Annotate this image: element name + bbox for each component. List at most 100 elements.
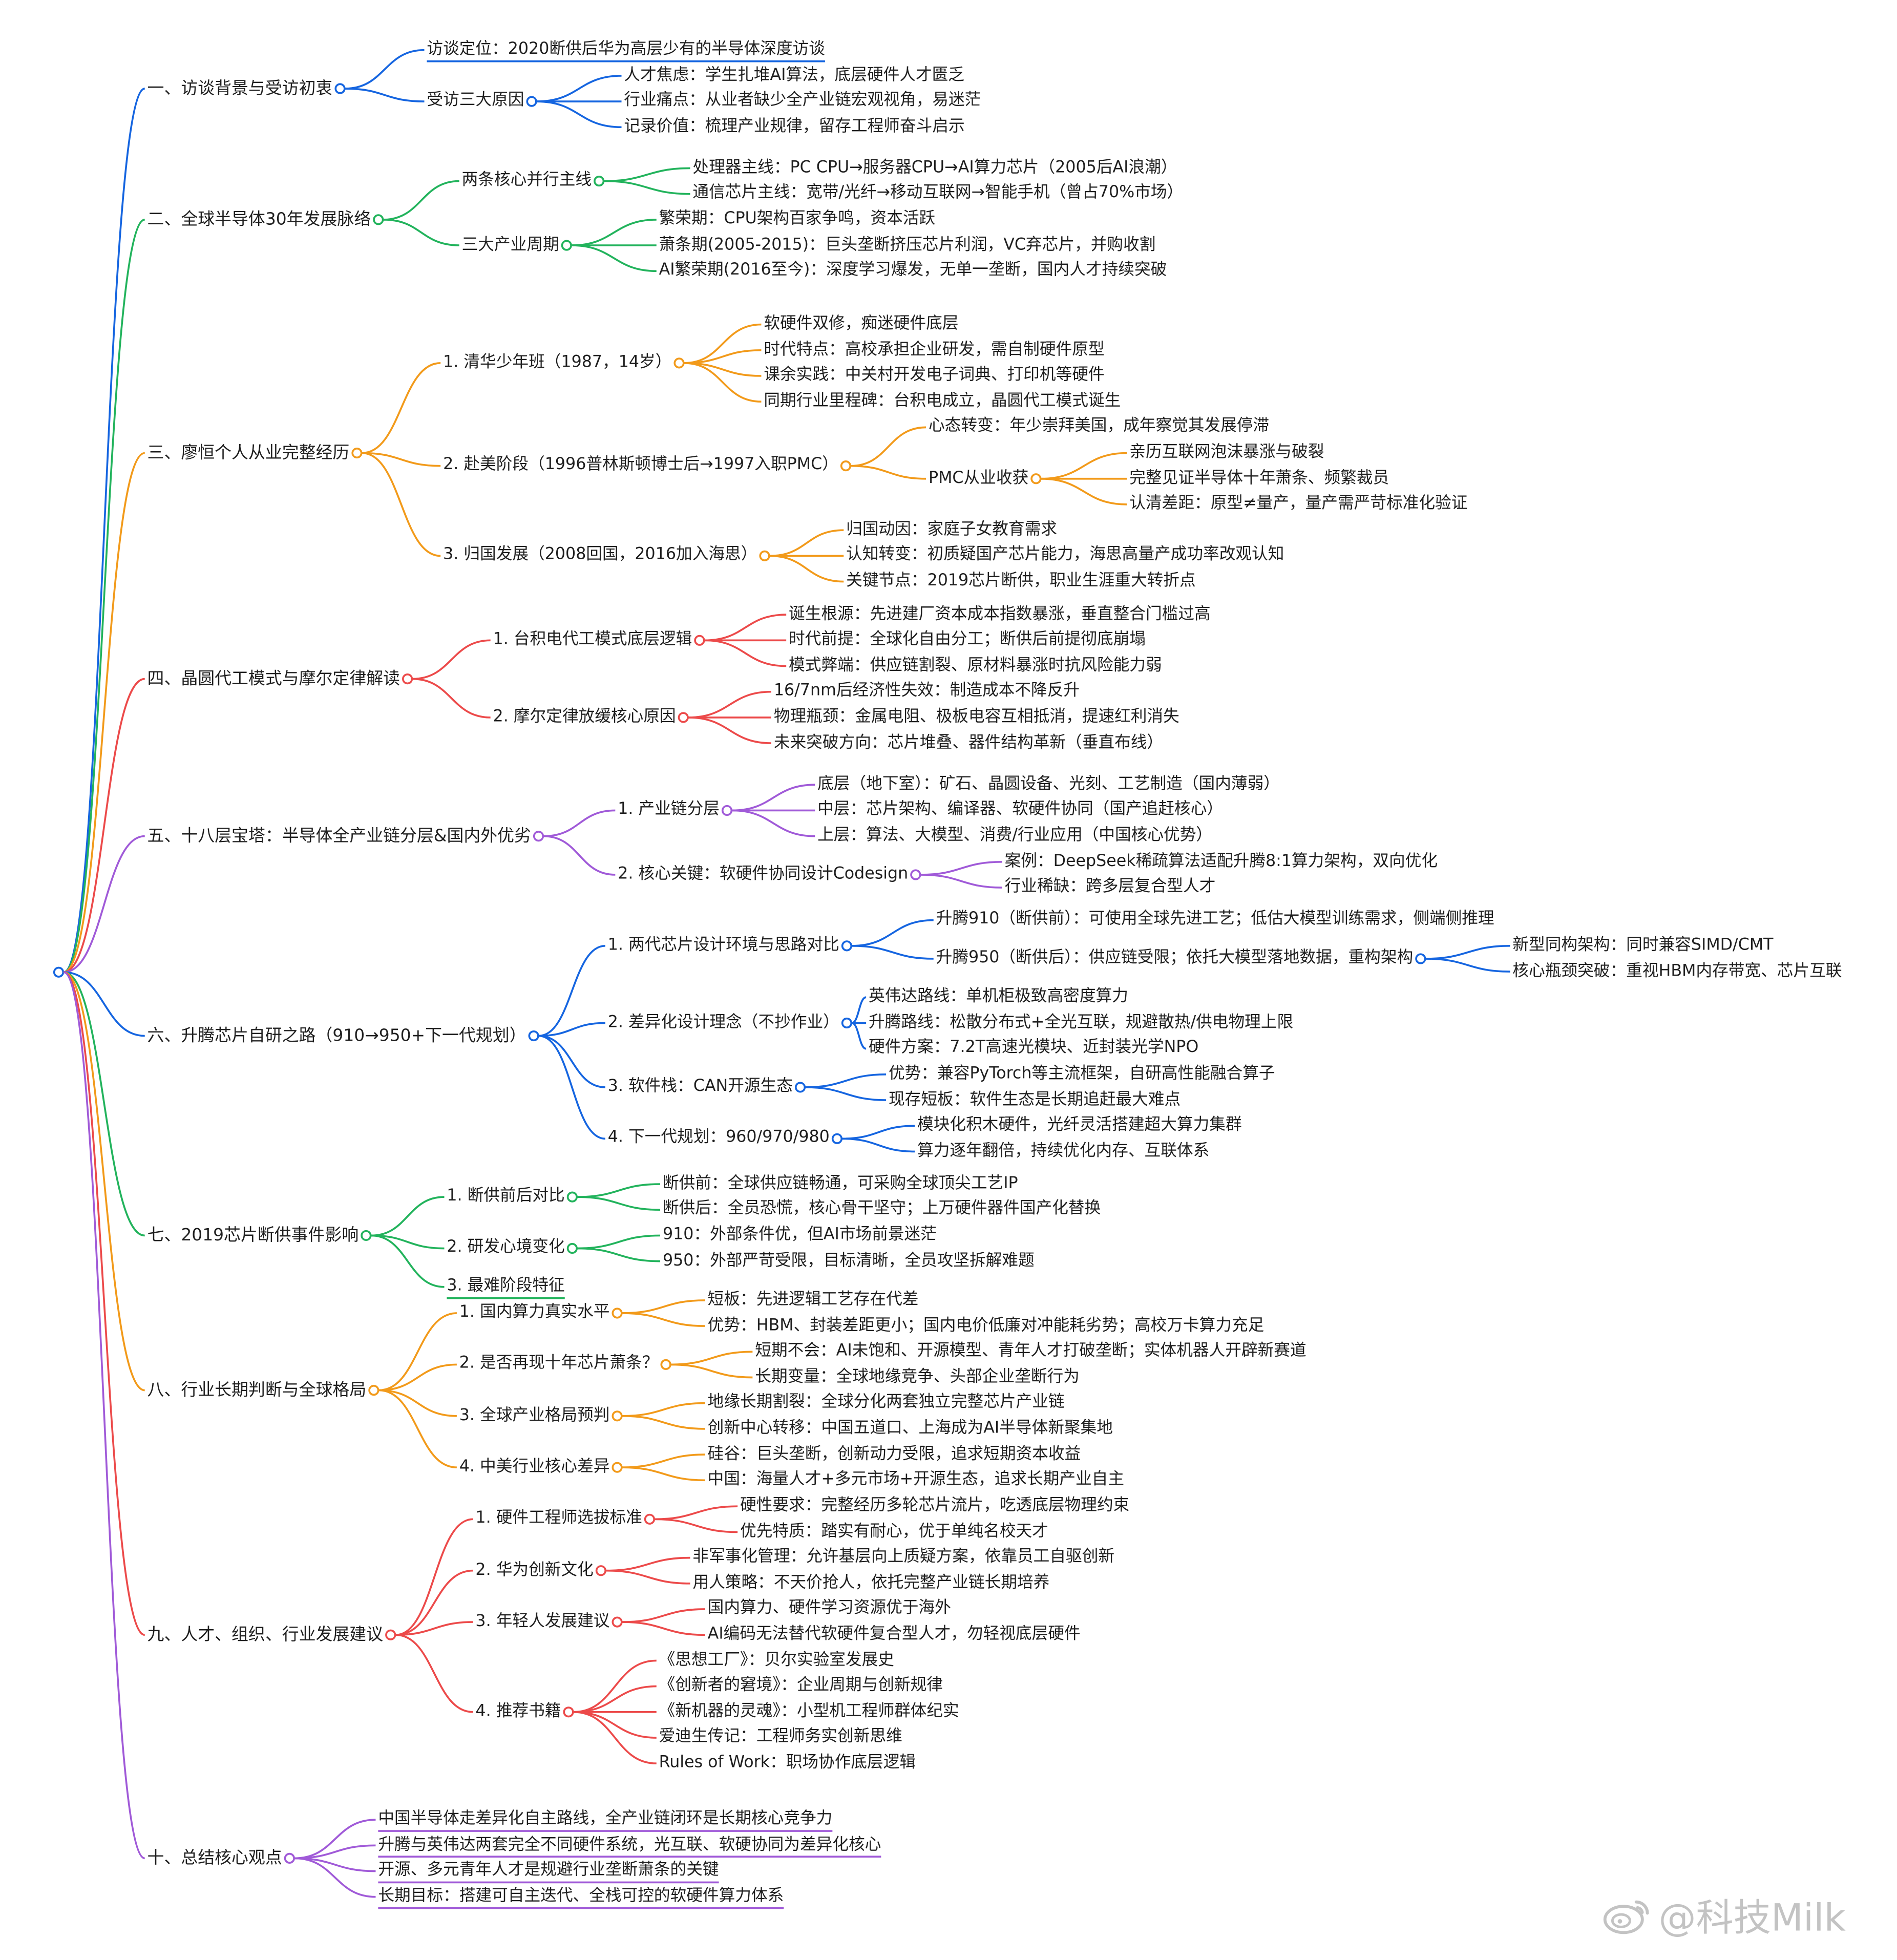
collapse-toggle-icon[interactable] bbox=[1030, 473, 1042, 484]
topic-1-sub-2-item-2: 行业痛点：从业者缺少全产业链宏观视角，易迷茫 bbox=[624, 91, 981, 111]
topic-6-sub-3: 3. 软件栈：CAN开源生态 bbox=[607, 1077, 793, 1096]
collapse-toggle-icon[interactable] bbox=[841, 940, 853, 952]
connector-line bbox=[655, 1518, 738, 1533]
connector-line bbox=[395, 1518, 473, 1636]
collapse-toggle-icon[interactable] bbox=[351, 447, 363, 459]
collapse-toggle-icon[interactable] bbox=[373, 214, 384, 225]
connector-line bbox=[684, 362, 762, 403]
topic-7-sub-1: 1. 断供前后对比 bbox=[447, 1187, 565, 1206]
topic-2-sub-2-item-3: AI繁荣期(2016至今)：深度学习爆发，无单一垄断，国内人才持续突破 bbox=[659, 261, 1167, 280]
topic-6-sub-3-item-2: 现存短板：软件生态是长期追赶最大难点 bbox=[889, 1090, 1181, 1109]
connector-line bbox=[538, 1035, 605, 1140]
connector-line bbox=[688, 690, 771, 719]
connector-line bbox=[371, 1196, 445, 1237]
connector-line bbox=[383, 180, 459, 221]
connector-line bbox=[577, 1234, 661, 1250]
topic-1: 一、访谈背景与受访初衷 bbox=[147, 78, 333, 99]
collapse-toggle-icon[interactable] bbox=[759, 550, 770, 561]
collapse-toggle-icon[interactable] bbox=[561, 240, 572, 251]
collapse-toggle-icon[interactable] bbox=[673, 357, 685, 369]
collapse-toggle-icon[interactable] bbox=[595, 1565, 607, 1576]
topic-8-sub-1-item-1: 短板：先进逻辑工艺存在代差 bbox=[707, 1290, 919, 1309]
collapse-toggle-icon[interactable] bbox=[361, 1230, 372, 1241]
connector-line bbox=[294, 1819, 376, 1860]
topic-9-sub-4-item-5: Rules of Work：职场协作底层逻辑 bbox=[659, 1753, 916, 1773]
connector-line bbox=[604, 167, 690, 182]
collapse-toggle-icon[interactable] bbox=[612, 1616, 623, 1628]
connector-line bbox=[577, 1196, 661, 1211]
topic-8-sub-3-item-1: 地缘长期割裂：全球分化两套独立完整芯片产业链 bbox=[707, 1393, 1065, 1412]
topic-4-sub-2-item-3: 未来突破方向：芯片堆叠、器件结构革新（垂直布线） bbox=[773, 733, 1164, 752]
collapse-toggle-icon[interactable] bbox=[612, 1410, 623, 1422]
watermark: @科技Milk bbox=[1603, 1887, 1846, 1942]
topic-5-sub-1-item-2: 中层：芯片架构、编译器、软硬件协同（国产追赶核心） bbox=[817, 800, 1224, 819]
topic-6-sub-2-item-3: 硬件方案：7.2T高速光模块、近封装光学NPO bbox=[869, 1039, 1199, 1058]
collapse-toggle-icon[interactable] bbox=[566, 1242, 578, 1254]
connector-line bbox=[573, 1659, 657, 1713]
topic-7-sub-3: 3. 最难阶段特征 bbox=[447, 1277, 565, 1296]
connector-line bbox=[412, 639, 491, 680]
collapse-toggle-icon[interactable] bbox=[612, 1308, 623, 1319]
topic-4-sub-1-item-3: 模式弊端：供应链割裂、原材料暴涨时抗风险能力弱 bbox=[789, 656, 1162, 675]
connector-line bbox=[769, 529, 844, 557]
connector-line bbox=[378, 1363, 457, 1392]
topic-3-sub-2-item-2-detail-3: 认清差距：原型≠量产，量产需严苛标准化验证 bbox=[1129, 494, 1468, 513]
connector-line bbox=[622, 1312, 705, 1327]
connector-line bbox=[622, 1402, 705, 1417]
topic-6-sub-1-item-2-detail-1: 新型同构架构：同时兼容SIMD/CMT bbox=[1512, 936, 1774, 955]
topic-4-sub-1: 1. 台积电代工模式底层逻辑 bbox=[493, 630, 692, 649]
connector-line bbox=[842, 1137, 915, 1153]
collapse-toggle-icon[interactable] bbox=[1415, 953, 1426, 964]
collapse-toggle-icon[interactable] bbox=[831, 1133, 843, 1144]
collapse-toggle-icon[interactable] bbox=[841, 1017, 853, 1029]
topic-6-sub-4-item-1: 模块化积木硬件，光纤灵活搭建超大算力集群 bbox=[917, 1115, 1242, 1135]
collapse-toggle-icon[interactable] bbox=[721, 805, 733, 816]
topic-10: 十、总结核心观点 bbox=[147, 1848, 282, 1868]
topic-10-sub-3: 开源、多元青年人才是规避行业垄断萧条的关键 bbox=[378, 1861, 719, 1880]
connector-line bbox=[63, 88, 145, 974]
collapse-toggle-icon[interactable] bbox=[840, 460, 852, 472]
topic-1-sub-2-item-1: 人才焦虑：学生扎堆AI算法，底层硬件人才匮乏 bbox=[624, 66, 964, 85]
topic-7-sub-2: 2. 研发心境变化 bbox=[447, 1238, 565, 1257]
topic-3-sub-1-item-1: 软硬件双修，痴迷硬件底层 bbox=[764, 314, 959, 333]
connector-line bbox=[670, 1351, 753, 1366]
connector-line bbox=[63, 971, 145, 1392]
topic-6-sub-1: 1. 两代芯片设计环境与思路对比 bbox=[607, 936, 839, 955]
topic-4-sub-2-item-1: 16/7nm后经济性失效：制造成本不降反升 bbox=[773, 682, 1080, 701]
connector-line bbox=[371, 1234, 445, 1250]
collapse-toggle-icon[interactable] bbox=[385, 1629, 396, 1640]
collapse-toggle-icon[interactable] bbox=[660, 1359, 671, 1370]
collapse-toggle-icon[interactable] bbox=[563, 1706, 574, 1718]
connector-line bbox=[1425, 945, 1510, 960]
collapse-toggle-icon[interactable] bbox=[402, 673, 413, 685]
connector-line bbox=[606, 1569, 690, 1585]
topic-6-sub-3-item-1: 优势：兼容PyTorch等主流框架，自研高性能融合算子 bbox=[889, 1064, 1275, 1083]
topic-3-sub-1-item-4: 同期行业里程碑：台积电成立，晶圆代工模式诞生 bbox=[764, 391, 1121, 411]
topic-9-sub-2-item-1: 非军事化管理：允许基层向上质疑方案，依靠员工自驱创新 bbox=[692, 1548, 1115, 1567]
connector-line bbox=[573, 1711, 657, 1765]
connector-line bbox=[704, 639, 787, 667]
collapse-toggle-icon[interactable] bbox=[528, 1030, 539, 1042]
topic-4-sub-1-item-2: 时代前提：全球化自由分工；断供后前提彻底崩塌 bbox=[789, 630, 1146, 649]
connector-line bbox=[538, 945, 605, 1037]
connector-line bbox=[345, 88, 425, 102]
collapse-toggle-icon[interactable] bbox=[694, 635, 705, 646]
topic-3-sub-2-item-2: PMC从业收获 bbox=[928, 469, 1029, 488]
collapse-toggle-icon[interactable] bbox=[284, 1852, 295, 1864]
root-node-icon[interactable] bbox=[53, 966, 65, 978]
collapse-toggle-icon[interactable] bbox=[612, 1462, 623, 1473]
topic-9-sub-3: 3. 年轻人发展建议 bbox=[475, 1612, 610, 1631]
collapse-toggle-icon[interactable] bbox=[794, 1082, 806, 1093]
collapse-toggle-icon[interactable] bbox=[334, 83, 346, 94]
collapse-toggle-icon[interactable] bbox=[533, 831, 544, 842]
collapse-toggle-icon[interactable] bbox=[910, 869, 921, 880]
collapse-toggle-icon[interactable] bbox=[566, 1191, 578, 1203]
collapse-toggle-icon[interactable] bbox=[526, 96, 537, 107]
collapse-toggle-icon[interactable] bbox=[368, 1384, 380, 1396]
collapse-toggle-icon[interactable] bbox=[594, 175, 605, 187]
collapse-toggle-icon[interactable] bbox=[644, 1513, 656, 1525]
topic-5: 五、十八层宝塔：半导体全产业链分层&国内外优劣 bbox=[147, 826, 531, 847]
connector-line bbox=[538, 1022, 605, 1037]
collapse-toggle-icon[interactable] bbox=[678, 712, 689, 723]
topic-2-sub-2-item-2: 萧条期(2005-2015)：巨头垄断挤压芯片利润，VC弃芯片，并购收割 bbox=[659, 235, 1156, 255]
